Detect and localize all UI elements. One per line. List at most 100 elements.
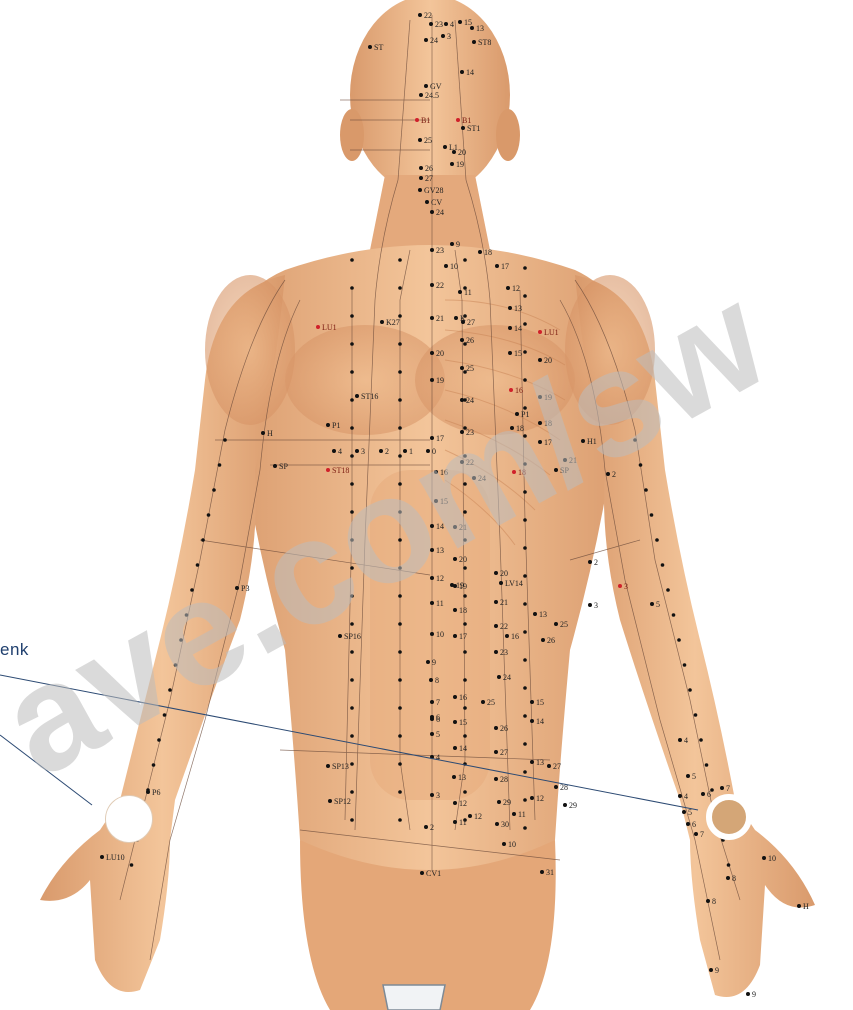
acupuncture-point [468,814,472,818]
acupuncture-point [444,264,448,268]
acupuncture-point [223,438,227,442]
acupuncture-point [424,38,428,42]
point-label: ST [374,43,383,52]
acupuncture-point [463,622,467,626]
acupuncture-point [453,801,457,805]
point-label: P1 [332,421,340,430]
point-label: 22 [424,11,432,20]
acupuncture-point [425,200,429,204]
acupuncture-point [497,800,501,804]
acupuncture-point [686,774,690,778]
acupuncture-point [430,351,434,355]
point-label: 14 [466,68,474,77]
acupuncture-point [350,706,354,710]
point-label: 10 [768,854,776,863]
point-label: 16 [511,632,519,641]
point-label: 4 [450,20,454,29]
acupuncture-point [463,678,467,682]
point-label: 24 [436,208,444,217]
point-label: 11 [459,818,467,827]
acupuncture-point [273,464,277,468]
acupuncture-point [430,732,434,736]
acupuncture-point [682,810,686,814]
acupuncture-point [453,634,457,638]
acupuncture-point [430,793,434,797]
acupuncture-point [430,700,434,704]
point-label: 22 [500,622,508,631]
point-label: 14 [536,717,544,726]
acupuncture-point [472,40,476,44]
acupuncture-point [429,678,433,682]
point-label: 17 [459,632,467,641]
acupuncture-point [463,594,467,598]
point-label: 9 [456,240,460,249]
point-label: 13 [458,773,466,782]
point-label: SP12 [334,797,351,806]
acupuncture-point [441,34,445,38]
acupuncture-point [530,719,534,723]
point-label: 31 [546,868,554,877]
acupuncture-point [701,792,705,796]
acupuncture-point [424,84,428,88]
point-label: ST16 [361,392,378,401]
point-label: 25 [424,136,432,145]
point-label: 12 [459,799,467,808]
acupuncture-point [398,286,402,290]
acupuncture-point [720,786,724,790]
acupuncture-point [523,350,527,354]
point-label: 4 [684,792,688,801]
acupuncture-point [530,760,534,764]
point-label: 17 [501,262,509,271]
acupuncture-point [456,118,460,122]
acupuncture-point [678,738,682,742]
point-label: 10 [508,840,516,849]
acupuncture-point [350,286,354,290]
acupuncture-point [494,600,498,604]
acupuncture-point [398,622,402,626]
acupuncture-point [430,210,434,214]
point-label: 27 [425,174,433,183]
point-label: L1 [449,143,458,152]
acupuncture-point [530,700,534,704]
acupuncture-point [554,622,558,626]
acupuncture-point [398,370,402,374]
acupuncture-point [678,794,682,798]
acupuncture-point [699,738,703,742]
acupuncture-point [706,899,710,903]
point-label: H [267,429,273,438]
acupuncture-point [332,449,336,453]
acupuncture-point [618,584,622,588]
acupuncture-point [368,45,372,49]
point-label: 15 [514,349,522,358]
acupuncture-point [100,855,104,859]
point-label: K [460,314,466,323]
acupuncture-point [415,118,419,122]
acupuncture-point [418,188,422,192]
point-label: 26 [425,164,433,173]
wrist-marker-right[interactable] [706,794,752,840]
acupuncture-point [523,686,527,690]
point-label: 3 [447,32,451,41]
point-label: 23 [436,246,444,255]
acupuncture-point [430,283,434,287]
acupuncture-point [398,678,402,682]
acupuncture-point [458,290,462,294]
acupuncture-point [350,370,354,374]
point-label: 25 [487,698,495,707]
acupuncture-point [450,162,454,166]
acupuncture-point [494,650,498,654]
point-label: 11 [436,599,444,608]
point-label: LU1 [544,328,559,337]
point-label: 19 [436,376,444,385]
acupuncture-point [494,624,498,628]
wrist-marker-left[interactable] [106,796,152,842]
acupuncture-point [523,798,527,802]
acupuncture-point [523,714,527,718]
acupuncture-point [350,398,354,402]
point-label: K27 [386,318,400,327]
acupuncture-point [554,785,558,789]
acupuncture-point [505,634,509,638]
point-label: 18 [484,248,492,257]
point-label: 8 [712,897,716,906]
